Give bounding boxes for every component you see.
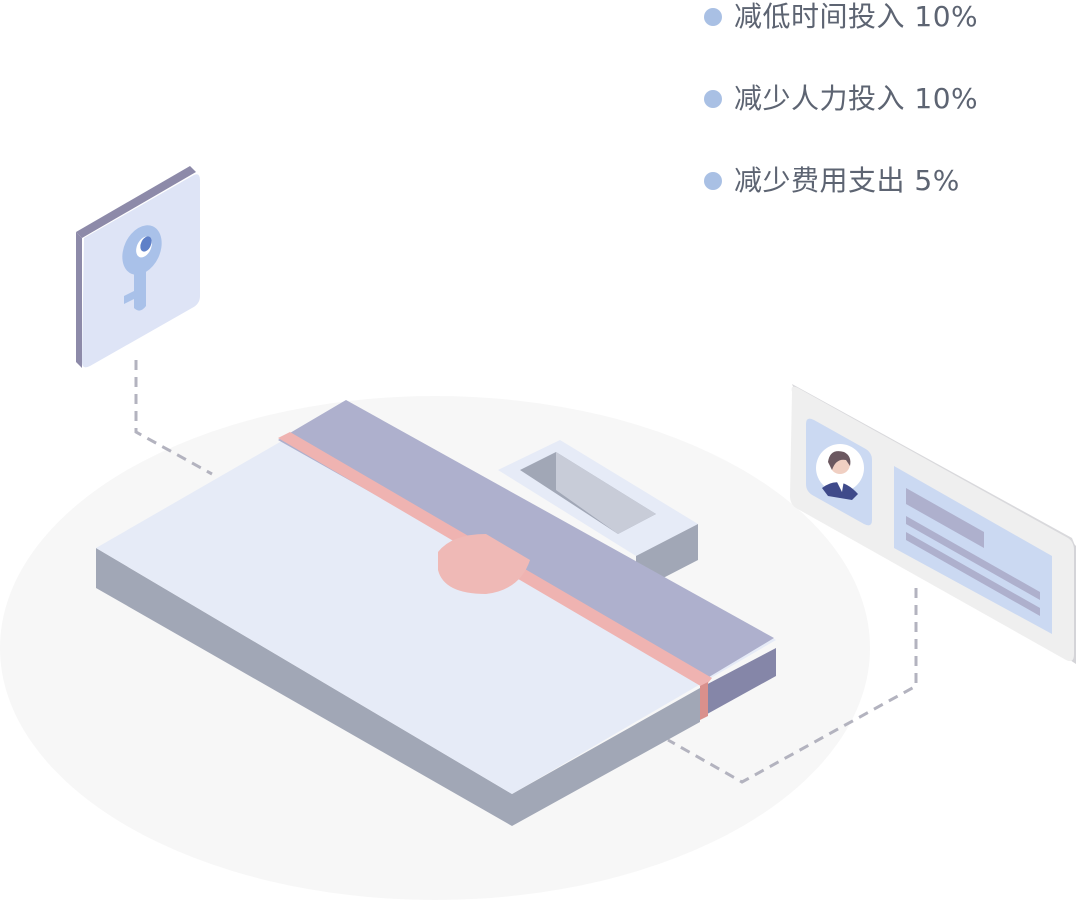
briefcase-icon [96, 400, 776, 826]
benefit-item-time: 减低时间投入 10% [704, 0, 978, 82]
key-connector-line [134, 360, 213, 476]
bullet-dot-icon [704, 8, 722, 26]
profile-card-icon [790, 384, 1076, 664]
benefit-label: 减低时间投入 10% [734, 0, 979, 33]
key-icon [76, 166, 200, 368]
benefit-item-cost: 减少费用支出 5% [704, 164, 978, 246]
benefit-item-manpower: 减少人力投入 10% [704, 82, 978, 164]
benefits-list: 减低时间投入 10% 减少人力投入 10% 减少费用支出 5% [704, 0, 978, 246]
avatar-icon [816, 444, 864, 500]
benefit-label: 减少人力投入 10% [734, 82, 979, 115]
bullet-dot-icon [704, 90, 722, 108]
bullet-dot-icon [704, 172, 722, 190]
benefit-label: 减少费用支出 5% [734, 164, 960, 197]
